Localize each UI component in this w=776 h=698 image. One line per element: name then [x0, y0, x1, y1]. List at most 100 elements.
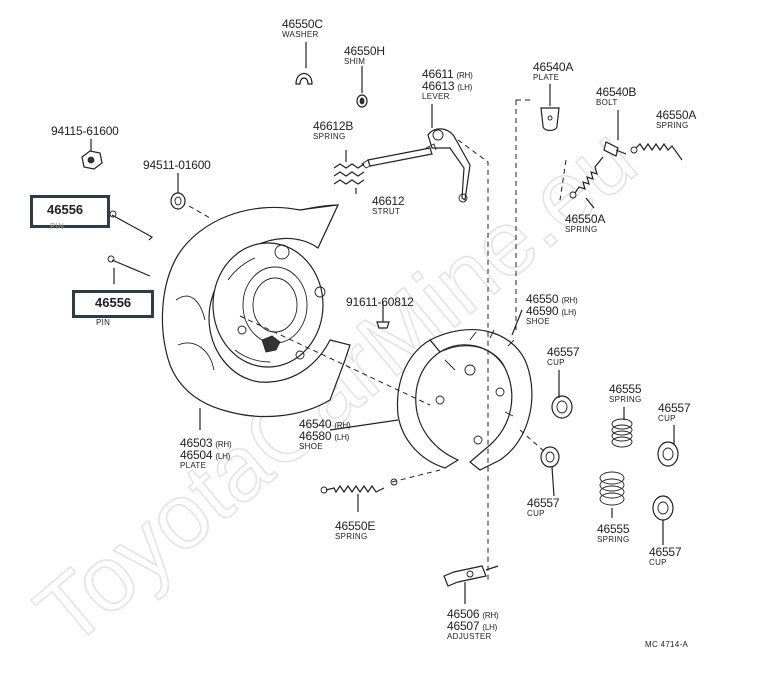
part-name-46612: STRUT: [372, 207, 401, 216]
pin-46556-top-drawing: [109, 210, 153, 241]
spring-46550A-top-drawing: [630, 142, 683, 161]
bolt-91611-drawing: [376, 308, 390, 329]
part-number-46613-row: 46613(LH): [422, 80, 473, 92]
part-name-46540B: BOLT: [596, 98, 618, 107]
nut-94115-drawing: [81, 150, 103, 170]
part-number-46550C: 46550C: [282, 17, 323, 31]
label-46557-b: 46557 CUP: [658, 401, 691, 423]
part-number-46550A-top: 46550A: [656, 108, 697, 122]
label-46555-b: 46555 SPRING: [597, 522, 630, 544]
lever-drawing: [427, 128, 471, 203]
part-number-46506: 46506: [447, 607, 480, 621]
spring-46550E-drawing: [320, 478, 398, 494]
part-number-94115: 94115-61600: [51, 124, 119, 138]
label-46550A-top: 46550A SPRING: [656, 109, 696, 130]
label-46556-top-name: PIN: [50, 222, 64, 231]
part-name-46556-top: PIN: [50, 222, 65, 231]
label-46557-c: 46557 CUP: [527, 497, 560, 518]
part-name-46550A-mid: SPRING: [565, 225, 598, 234]
highlight-46556-bottom: 46556: [72, 290, 154, 318]
part-number-46555-a: 46555: [609, 382, 642, 396]
washer-94511-drawing: [170, 192, 186, 210]
part-number-46540B: 46540B: [596, 85, 637, 99]
label-46550A-mid: 46550A SPRING: [565, 213, 605, 234]
part-number-46550: 46550: [526, 292, 559, 306]
part-number-46580-row: 46580(LH): [299, 430, 350, 442]
assembly-dashed-lines: [188, 99, 567, 580]
label-46557-a: 46557 CUP: [547, 345, 580, 367]
part-name-46555-b: SPRING: [597, 535, 630, 544]
part-number-46613: 46613: [422, 79, 455, 93]
part-number-46504: 46504: [180, 448, 213, 462]
brake-shoe-drawing: [396, 329, 533, 471]
part-number-46590-row: 46590(LH): [526, 305, 577, 317]
strut-drawing: [361, 143, 437, 169]
spring-46612B-drawing: [333, 163, 365, 185]
label-46506-46507: 46506(RH) 46507(LH) ADJUSTER: [447, 607, 499, 641]
side-46504: (LH): [215, 452, 231, 461]
part-number-46503-row: 46503(RH): [180, 437, 232, 449]
shim-46550H-drawing: [356, 94, 368, 108]
part-name-46555-a: SPRING: [609, 395, 642, 404]
part-number-46540-row: 46540(RH): [299, 418, 351, 430]
part-name-46550H: SHIM: [344, 57, 366, 66]
part-number-46507-row: 46507(LH): [447, 620, 498, 632]
part-number-46557-b: 46557: [658, 401, 691, 415]
side-46590: (LH): [561, 308, 577, 317]
cup-46557-a-drawing: [551, 395, 573, 419]
side-46550: (RH): [561, 296, 578, 305]
cup-46557-c-drawing: [540, 446, 560, 468]
part-number-46555-b: 46555: [597, 522, 630, 536]
part-name-46550C: WASHER: [282, 30, 319, 39]
spring-46550A-mid-drawing: [569, 156, 604, 199]
label-46611-46613: 46611(RH) 46613(LH) LEVER: [422, 68, 473, 101]
spring-46555-a-drawing: [611, 418, 633, 448]
part-name-46550A-top: SPRING: [656, 121, 689, 130]
part-number-46557-a: 46557: [547, 345, 580, 359]
part-number-46550-row: 46550(RH): [526, 292, 578, 306]
label-46540B: 46540B BOLT: [596, 86, 636, 107]
figure-code: MC 4714-A: [645, 640, 689, 649]
part-name-46507: ADJUSTER: [447, 632, 492, 641]
side-46580: (LH): [334, 433, 350, 442]
label-46503-46504: 46503(RH) 46504(LH) PLATE: [180, 437, 232, 470]
label-46612: 46612 STRUT: [372, 194, 405, 216]
side-46507: (LH): [482, 623, 498, 632]
label-46540A: 46540A PLATE: [533, 61, 573, 82]
part-name-46504: PLATE: [180, 461, 207, 470]
part-name-46613: LEVER: [422, 92, 450, 101]
label-46555-a: 46555 SPRING: [609, 382, 642, 404]
label-94511: 94511-01600: [143, 159, 211, 171]
label-46550E: 46550E SPRING: [335, 520, 375, 541]
label-46550H: 46550H SHIM: [344, 45, 385, 66]
part-name-46557-b: CUP: [658, 414, 676, 423]
pin-46556-bottom-drawing: [107, 255, 151, 277]
part-number-46612: 46612: [372, 194, 405, 208]
part-number-46557-d: 46557: [649, 545, 682, 559]
highlight-46556-top: 46556: [30, 195, 110, 228]
bolt-46540B-drawing: [603, 141, 627, 157]
part-number-46507: 46507: [447, 619, 480, 633]
side-46611: (RH): [456, 71, 473, 80]
label-46612B: 46612B SPRING: [313, 120, 353, 141]
part-name-46540A: PLATE: [533, 73, 560, 82]
part-number-46611: 46611: [422, 67, 454, 81]
part-number-94511: 94511-01600: [143, 158, 211, 172]
adjuster-drawing: [443, 565, 499, 587]
part-number-46550A-mid: 46550A: [565, 212, 606, 226]
backing-plate-drawing: [161, 204, 351, 418]
part-name-46612B: SPRING: [313, 132, 346, 141]
plate-46540A-drawing: [540, 107, 560, 132]
part-number-46550H: 46550H: [344, 44, 385, 58]
part-number-46506-row: 46506(RH): [447, 607, 499, 621]
part-name-46556-bottom: PIN: [96, 318, 111, 327]
part-number-46590: 46590: [526, 304, 559, 318]
side-46613: (LH): [457, 83, 473, 92]
side-46503: (RH): [215, 440, 232, 449]
cup-46557-b-drawing: [657, 441, 679, 467]
part-number-46556-bottom: 46556: [95, 295, 132, 310]
cup-46557-d-drawing: [652, 495, 674, 521]
part-name-46557-d: CUP: [649, 558, 667, 567]
leader-lines: [90, 42, 675, 604]
